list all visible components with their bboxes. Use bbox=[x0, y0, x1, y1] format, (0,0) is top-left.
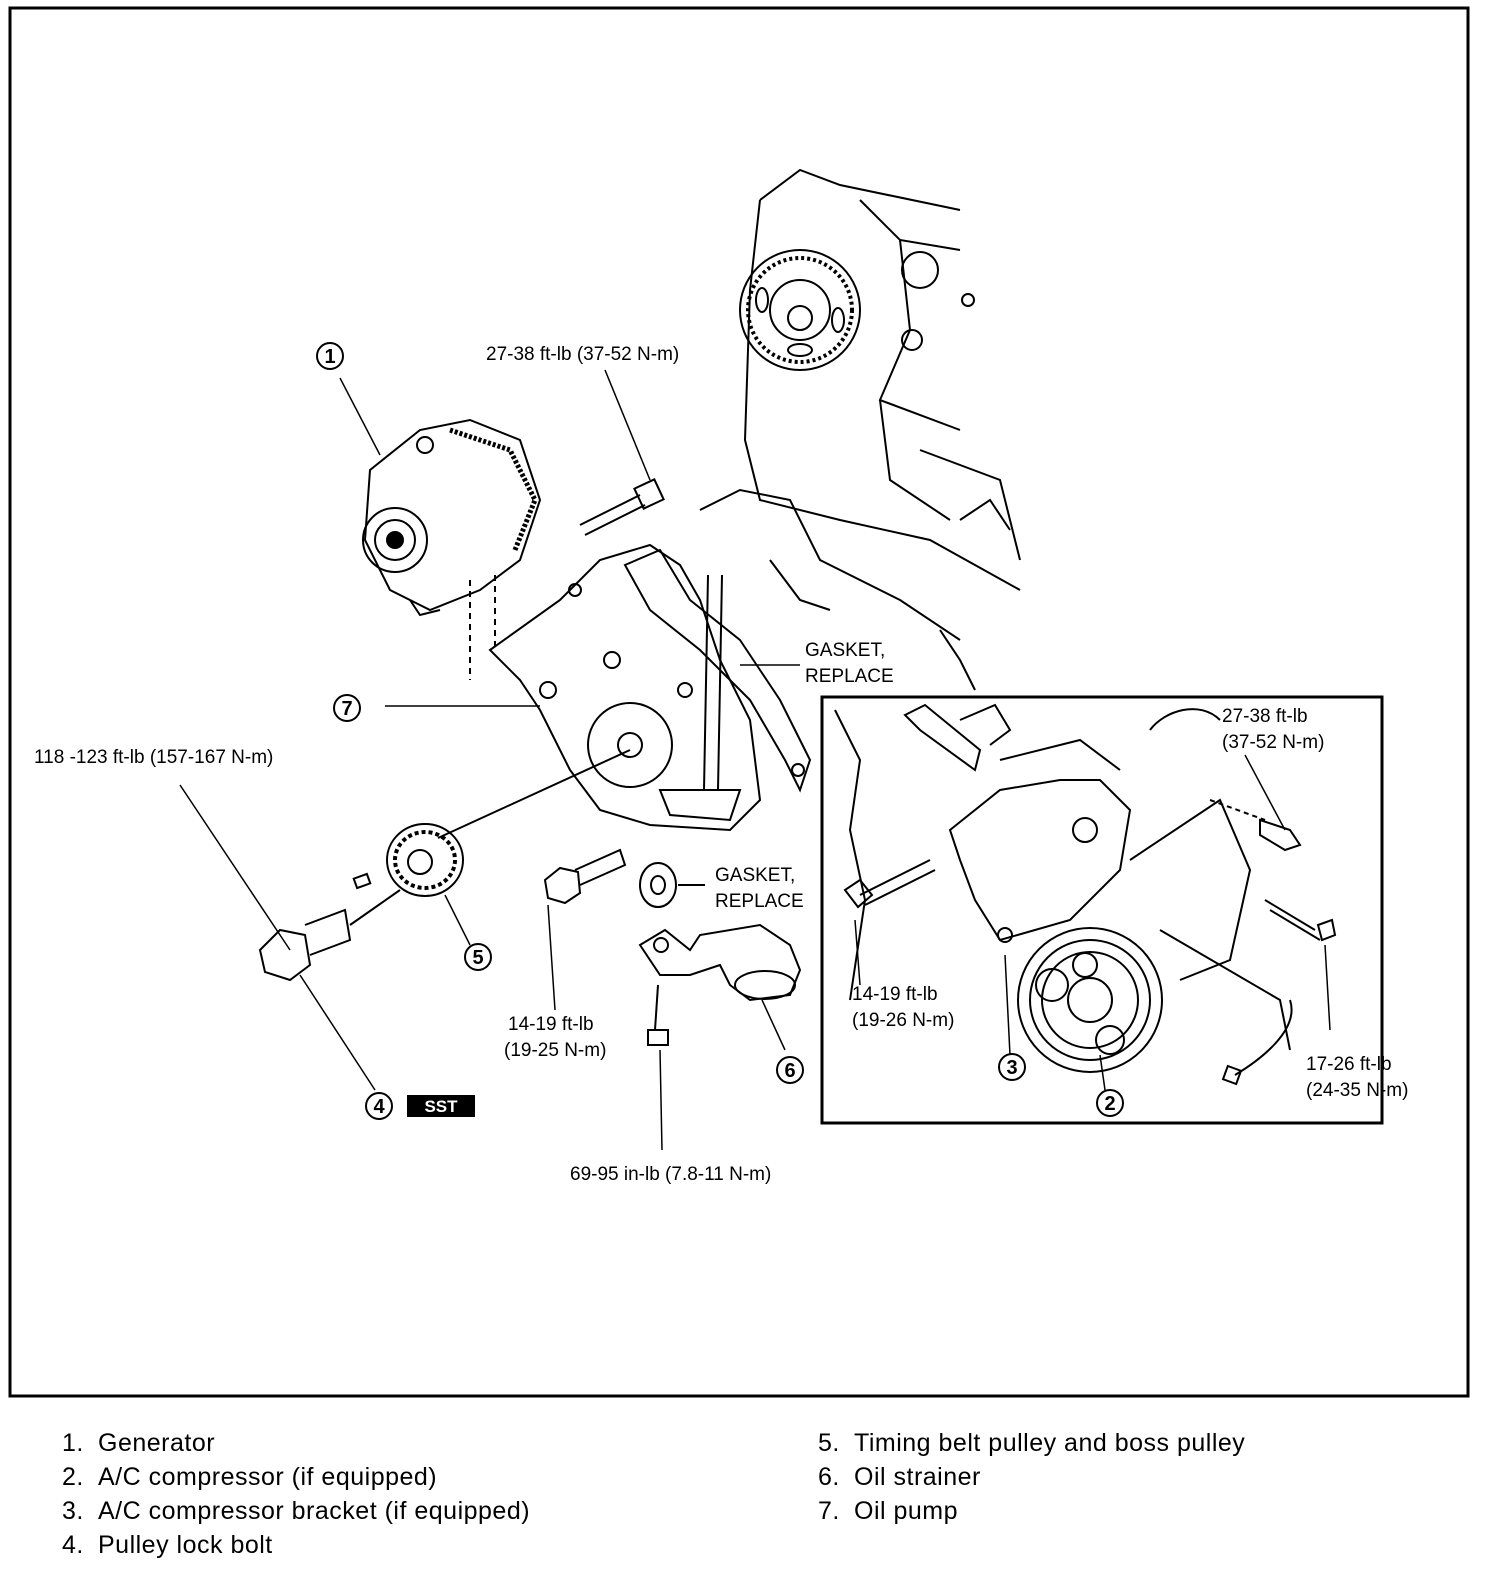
oil-pump-bolt-drawing bbox=[543, 848, 627, 905]
exploded-view-diagram: 27-38 ft-lb (37-52 N-m) 14-19 ft-lb (19-… bbox=[8, 6, 1470, 1398]
leader-lines bbox=[179, 369, 1331, 1151]
diagram-frame bbox=[8, 6, 1470, 1398]
generator-bolt-torque: 27-38 ft-lb (37-52 N-m) bbox=[486, 344, 679, 365]
callout-2: 2 bbox=[1096, 1089, 1124, 1117]
callout-1: 1 bbox=[316, 342, 344, 370]
legend-item-oil-strainer: 6. Oil strainer bbox=[818, 1460, 1245, 1494]
legend-number: 1. bbox=[62, 1429, 84, 1457]
svg-text:SST: SST bbox=[424, 1097, 458, 1116]
legend-number: 6. bbox=[818, 1463, 840, 1491]
lower-gasket-drawing bbox=[639, 862, 705, 908]
inset-compressor-bolt-torque-line1: 17-26 ft-lb bbox=[1306, 1054, 1392, 1075]
legend-item-oil-pump: 7. Oil pump bbox=[818, 1494, 1245, 1528]
inset-bracket-bolt-torque-line2: (19-26 N-m) bbox=[852, 1010, 954, 1031]
svg-text:6: 6 bbox=[784, 1060, 795, 1082]
lower-gasket-label-line2: REPLACE bbox=[715, 891, 804, 912]
legend-item-generator: 1. Generator bbox=[62, 1426, 530, 1460]
legend-text: Generator bbox=[98, 1429, 216, 1457]
pump-bolt-torque-line2: (19-25 N-m) bbox=[504, 1040, 606, 1061]
strainer-bolt-torque: 69-95 in-lb (7.8-11 N-m) bbox=[570, 1164, 771, 1185]
pulley-lock-bolt-drawing bbox=[258, 889, 401, 982]
callout-4: 4 bbox=[365, 1092, 393, 1120]
legend-text: Pulley lock bolt bbox=[98, 1531, 273, 1559]
lower-gasket-label-line1: GASKET, bbox=[715, 865, 795, 886]
callout-5: 5 bbox=[464, 943, 492, 971]
camshaft-pulley-drawing bbox=[739, 249, 861, 371]
callout-6: 6 bbox=[776, 1056, 804, 1084]
upper-gasket-drawing bbox=[623, 548, 812, 793]
legend-number: 2. bbox=[62, 1463, 84, 1491]
callout-7: 7 bbox=[333, 694, 361, 722]
oil-pump-drawing bbox=[488, 543, 762, 832]
svg-text:5: 5 bbox=[472, 947, 483, 969]
legend-text: Oil strainer bbox=[854, 1463, 981, 1491]
inset-top-bolt-torque-line2: (37-52 N-m) bbox=[1222, 732, 1324, 753]
legend-number: 4. bbox=[62, 1531, 84, 1559]
timing-belt-pulley-drawing bbox=[352, 749, 631, 897]
legend-number: 5. bbox=[818, 1429, 840, 1457]
upper-gasket-label-line1: GASKET, bbox=[805, 640, 885, 661]
legend-right-column: 5. Timing belt pulley and boss pulley 6.… bbox=[818, 1426, 1245, 1528]
legend-text: A/C compressor bracket (if equipped) bbox=[98, 1497, 531, 1525]
generator-drawing bbox=[362, 418, 542, 617]
legend-item-ac-compressor: 2. A/C compressor (if equipped) bbox=[62, 1460, 530, 1494]
svg-text:2: 2 bbox=[1104, 1093, 1115, 1115]
ac-compressor-inset: 27-38 ft-lb (37-52 N-m) 14-19 ft-lb (19-… bbox=[820, 695, 1408, 1125]
sst-badge: SST bbox=[407, 1095, 475, 1117]
engine-block-drawing bbox=[699, 168, 1021, 691]
legend-text: Oil pump bbox=[854, 1497, 959, 1525]
upper-gasket-label-line2: REPLACE bbox=[805, 666, 894, 687]
legend-item-pulley-lock-bolt: 4. Pulley lock bolt bbox=[62, 1528, 530, 1562]
legend-text: A/C compressor (if equipped) bbox=[98, 1463, 438, 1491]
inset-compressor-bolt-torque-line2: (24-35 N-m) bbox=[1306, 1080, 1408, 1101]
svg-text:4: 4 bbox=[373, 1096, 385, 1118]
legend-number: 3. bbox=[62, 1497, 84, 1525]
legend-item-ac-compressor-bracket: 3. A/C compressor bracket (if equipped) bbox=[62, 1494, 530, 1528]
legend-item-timing-belt-pulley: 5. Timing belt pulley and boss pulley bbox=[818, 1426, 1245, 1460]
inset-top-bolt-torque-line1: 27-38 ft-lb bbox=[1222, 706, 1308, 727]
svg-text:7: 7 bbox=[341, 698, 352, 720]
oil-strainer-drawing bbox=[638, 923, 802, 1046]
svg-text:3: 3 bbox=[1006, 1057, 1017, 1079]
svg-text:1: 1 bbox=[324, 346, 335, 368]
callout-3: 3 bbox=[998, 1053, 1026, 1081]
generator-bolt-drawing bbox=[469, 478, 665, 680]
legend-left-column: 1. Generator 2. A/C compressor (if equip… bbox=[62, 1426, 530, 1562]
pump-bolt-torque-line1: 14-19 ft-lb bbox=[508, 1014, 594, 1035]
pulley-bolt-torque: 118 -123 ft-lb (157-167 N-m) bbox=[34, 747, 273, 768]
inset-bracket-bolt-torque-line1: 14-19 ft-lb bbox=[852, 984, 938, 1005]
legend-text: Timing belt pulley and boss pulley bbox=[854, 1429, 1246, 1457]
legend-number: 7. bbox=[818, 1497, 840, 1525]
